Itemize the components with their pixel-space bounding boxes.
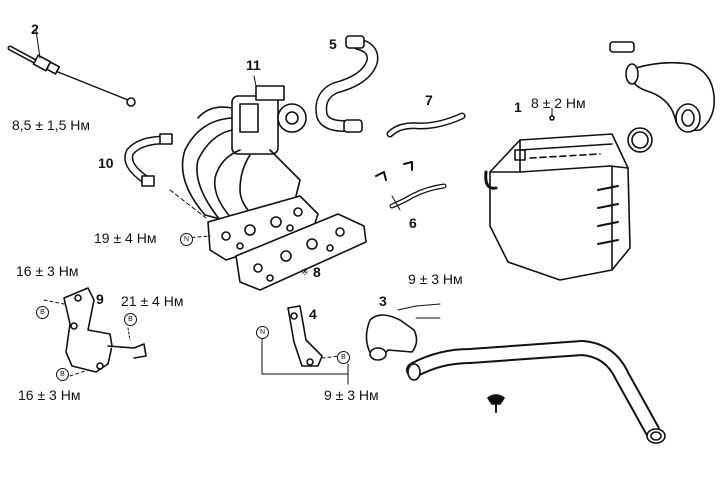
vacuum-hose-icon — [124, 133, 173, 187]
leader-line — [69, 369, 89, 377]
torque-bracket-bolt: 21 ± 4 Нм — [121, 293, 184, 309]
part-number-1: 1 — [514, 99, 522, 115]
part-number-10: 10 — [98, 155, 114, 171]
gasket-icon — [235, 213, 367, 291]
leader-line — [43, 299, 65, 305]
torque-bracket-top: 16 ± 3 Нм — [16, 263, 79, 279]
n-mark-badge: N — [180, 233, 193, 246]
part-number-9: 9 — [96, 291, 104, 307]
throttle-cable-icon — [7, 29, 136, 107]
water-outlet-icon — [365, 303, 441, 361]
b-mark-badge: B — [56, 368, 69, 381]
part-number-2: 2 — [31, 21, 39, 37]
leader-line — [185, 235, 211, 239]
coolant-pipe-icon — [406, 340, 666, 444]
leader-line — [169, 189, 207, 219]
b-mark-badge: B — [36, 306, 49, 319]
small-hose-icon — [375, 161, 447, 211]
breather-pipe-icon — [386, 112, 466, 138]
hose-icon — [315, 38, 379, 132]
throttle-body-icon — [231, 75, 307, 155]
part-number-6: 6 — [409, 215, 417, 231]
bracket-9-icon — [63, 287, 147, 373]
torque-throttle-cable: 8,5 ± 1,5 Нм — [12, 117, 91, 133]
part-number-11: 11 — [246, 57, 261, 73]
torque-bracket-4: 9 ± 3 Нм — [324, 387, 379, 403]
part-number-8: 8 — [313, 264, 321, 280]
bracket-leader-line — [261, 335, 349, 375]
torque-fitting: 9 ± 3 Нм — [408, 271, 463, 287]
b-mark-badge: B — [337, 351, 350, 364]
part-number-3: 3 — [379, 293, 387, 309]
torque-manifold: 19 ± 4 Нм — [94, 230, 157, 246]
torque-air-box: 8 ± 2 Нм — [531, 95, 586, 111]
air-cleaner-icon — [484, 107, 631, 281]
n-mark-badge: N — [256, 326, 269, 339]
intake-duct-icon — [609, 41, 716, 153]
part-number-7: 7 — [425, 92, 433, 108]
b-mark-badge: B — [124, 313, 137, 326]
part-number-4: 4 — [309, 306, 317, 322]
torque-bracket-bottom: 16 ± 3 Нм — [18, 387, 81, 403]
part-number-5: 5 — [329, 36, 337, 52]
hose-clamp-icon — [343, 35, 365, 133]
bolt-icon — [487, 394, 505, 413]
gasket-replace-mark: ※ — [301, 267, 309, 277]
